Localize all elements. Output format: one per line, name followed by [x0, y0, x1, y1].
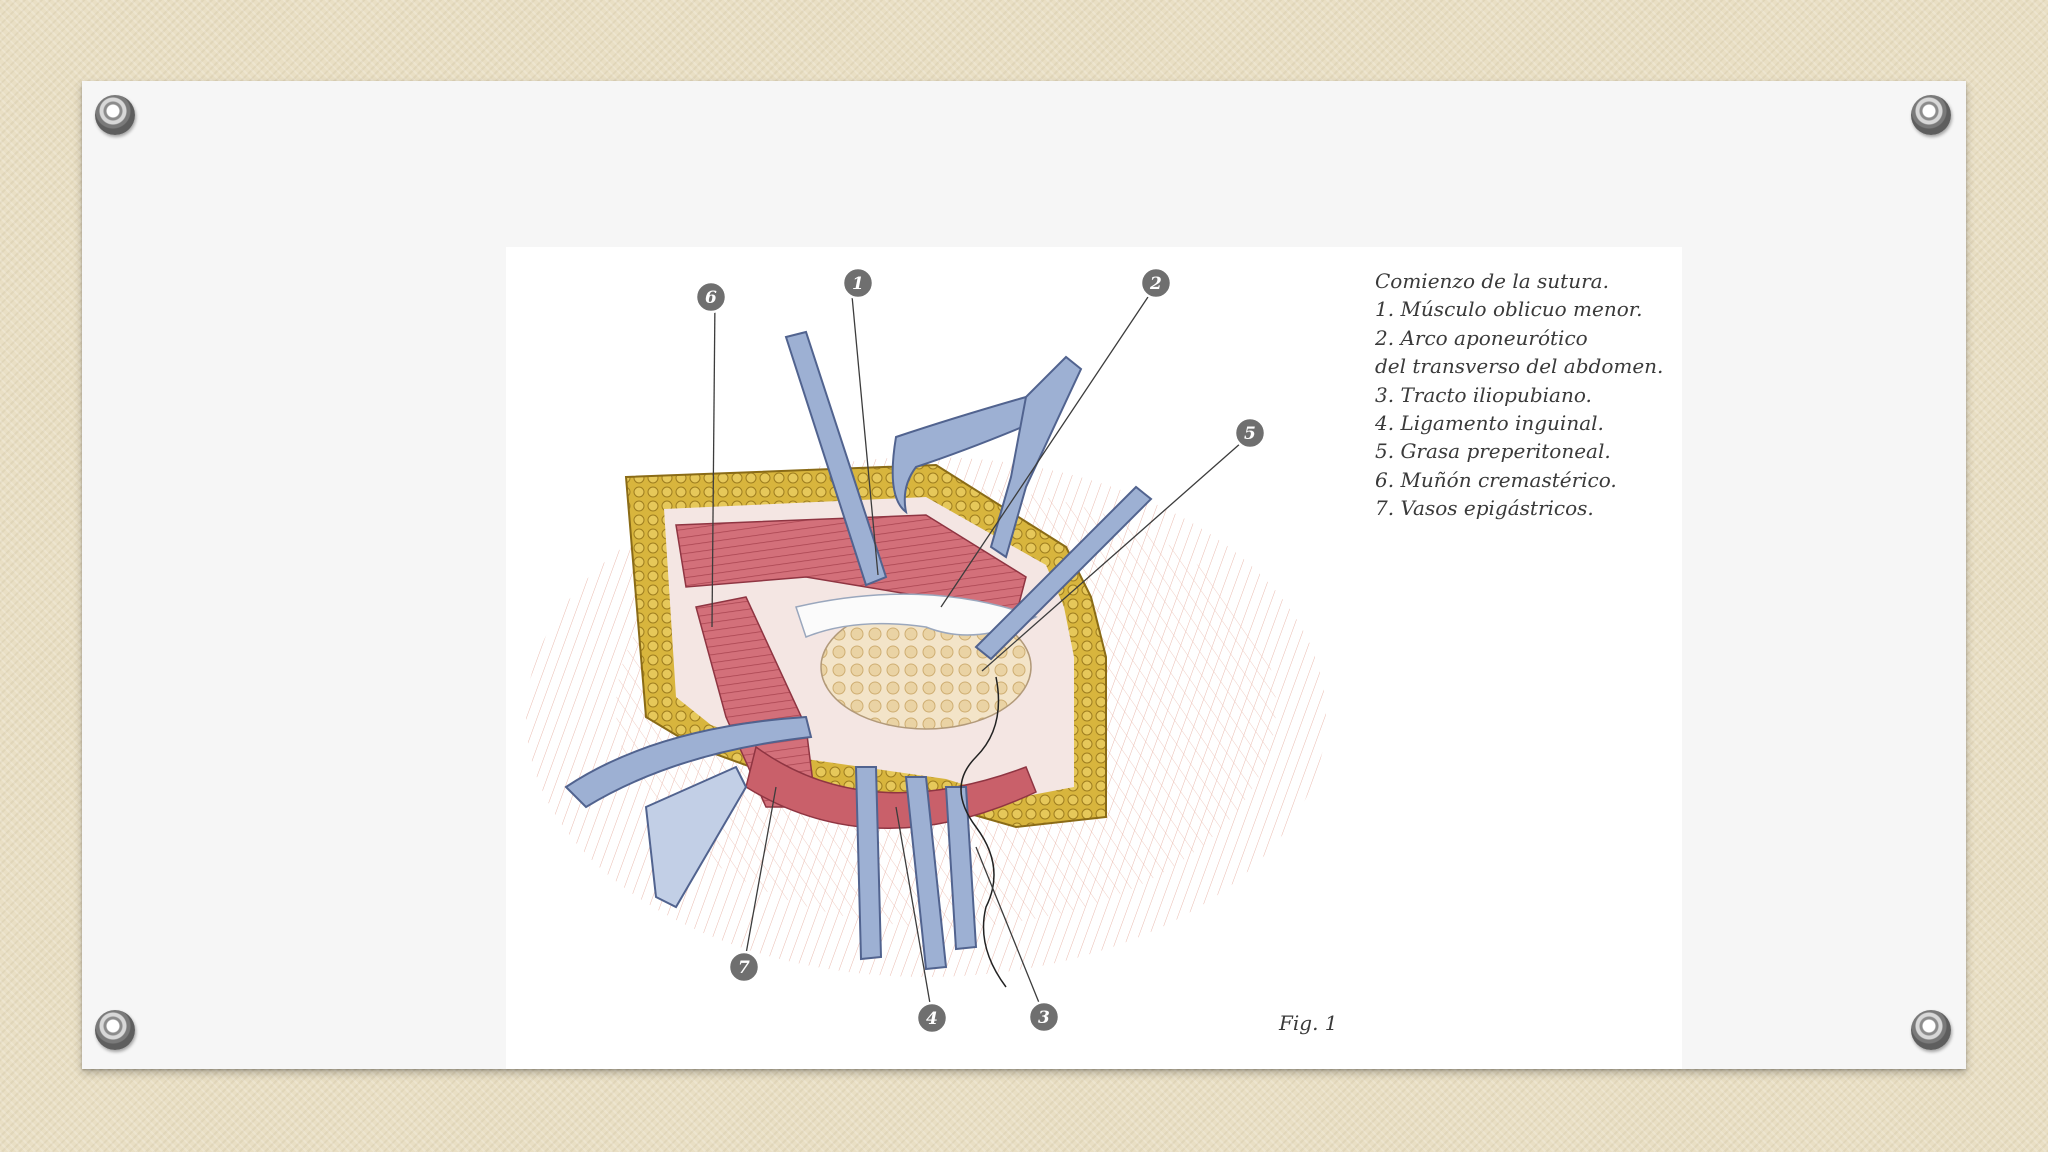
- caption-item-2-continued: del transverso del abdomen.: [1375, 354, 1664, 379]
- grommet-top-right: [1911, 95, 1951, 135]
- grommet-bottom-left: [95, 1010, 135, 1050]
- caption-item-5: 5. Grasa preperitoneal.: [1375, 439, 1611, 464]
- retractors-vessels: [564, 330, 1153, 971]
- svg-text:1: 1: [852, 274, 864, 294]
- slide-board: 1 2 3 4 5 6 7: [82, 81, 1966, 1069]
- figure-panel: 1 2 3 4 5 6 7: [506, 247, 1682, 1069]
- callout-badge-6: 6: [694, 280, 728, 314]
- caption-item-6: 6. Muñón cremastérico.: [1375, 467, 1617, 492]
- suture-thread: [960, 676, 1007, 988]
- grommet-top-left: [95, 95, 135, 135]
- callout-badge-4: 4: [915, 1001, 949, 1035]
- svg-text:5: 5: [1244, 424, 1256, 444]
- figure-number-label: Fig. 1: [1279, 1011, 1338, 1035]
- svg-text:7: 7: [738, 958, 750, 978]
- svg-text:4: 4: [926, 1009, 938, 1029]
- caption-item-2: 2. Arco aponeurótico: [1375, 325, 1588, 350]
- callout-badge-5: 5: [1233, 416, 1267, 450]
- caption-item-1: 1. Músculo oblicuo menor.: [1375, 297, 1643, 322]
- callout-badge-1: 1: [841, 266, 875, 300]
- callout-badge-2: 2: [1139, 266, 1173, 300]
- caption-item-4: 4. Ligamento inguinal.: [1375, 411, 1604, 436]
- grommet-bottom-right: [1911, 1010, 1951, 1050]
- anatomical-illustration: 1 2 3 4 5 6 7: [526, 266, 1326, 1035]
- caption-title: Comienzo de la sutura.: [1375, 269, 1609, 293]
- caption-item-3: 3. Tracto iliopubiano.: [1375, 382, 1592, 407]
- figure-caption: Comienzo de la sutura. 1. Músculo oblicu…: [1375, 267, 1675, 523]
- caption-item-7: 7. Vasos epigástricos.: [1375, 496, 1594, 521]
- svg-text:3: 3: [1038, 1008, 1050, 1028]
- callout-badge-3: 3: [1027, 1000, 1061, 1034]
- svg-text:6: 6: [705, 288, 717, 308]
- svg-text:2: 2: [1149, 274, 1162, 294]
- leader-lines: [711, 284, 1251, 1016]
- callout-badge-7: 7: [727, 950, 761, 984]
